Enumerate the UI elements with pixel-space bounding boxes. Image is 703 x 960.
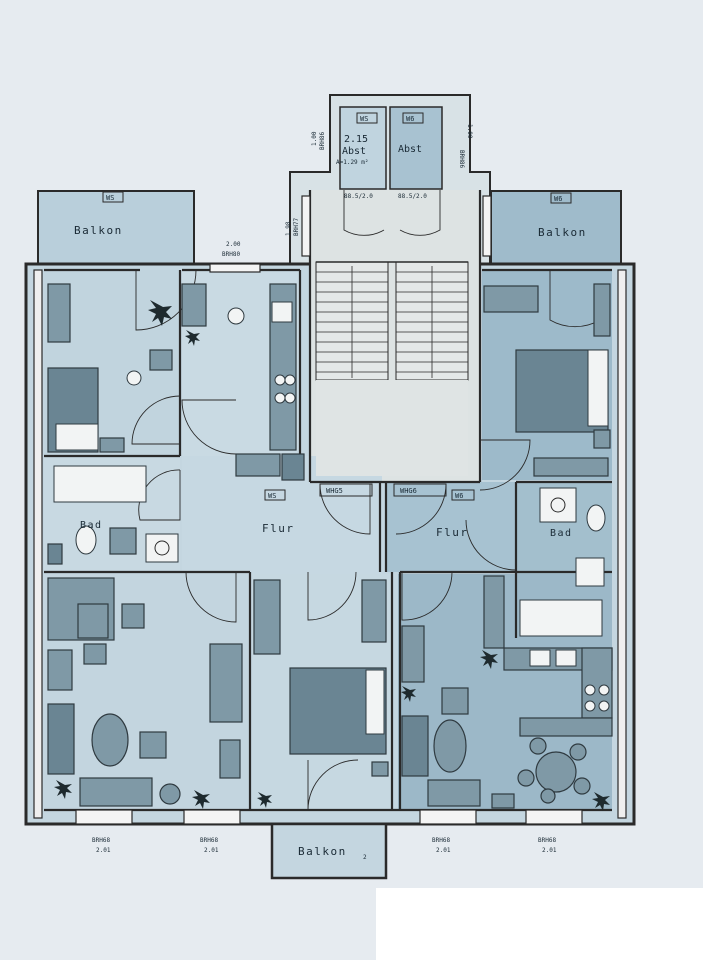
balkon-left [37,190,195,266]
label-brh-vert-right-b: 1.00 [466,124,473,139]
label-balkon-bottom-sub: 2 [363,854,367,861]
label-bad-right: Bad [550,528,573,539]
top-windows [209,195,492,273]
room-right-flur [386,482,516,572]
label-brh-top: BRH80 [222,251,240,258]
label-brh-vert-left-a: 1.00 [311,131,318,146]
label-bad-left: Bad [80,520,103,531]
label-win2-h: 2.01 [204,847,219,854]
label-balkon-right: Balkon [538,226,587,239]
abst-right-room [389,106,443,190]
label-win1-brh: BRH68 [92,837,110,844]
label-win2-brh: BRH68 [200,837,218,844]
label-door-abst-right: 88.5/2.0 [398,193,427,200]
tag-whg6: WHG6 [400,487,417,495]
bottom-windows [75,809,583,825]
label-flur-right: Flur [436,526,469,539]
label-brh-vert-mid-a: 1.98 [285,221,292,236]
label-balkon-bottom: Balkon [298,845,347,858]
abst-left-room [339,106,387,190]
furniture-left [47,283,389,807]
label-balkon-left: Balkon [74,224,123,237]
tag-w6-balkon: W6 [554,195,562,203]
label-brh-vert-mid-b: BRH77 [293,218,300,236]
label-win4-h: 2.01 [542,847,557,854]
label-flur-left: Flur [262,522,295,535]
furniture-right [401,283,613,809]
label-abst-left-num: 2.15 [344,134,368,145]
walls [33,190,627,819]
plant-icons [54,300,610,811]
label-abst-right: Abst [398,144,422,155]
tag-ws-abst: WS [360,115,368,123]
tag-ws-balkon: WS [106,194,114,202]
label-door-abst-left: 88.5/2.0 [344,193,373,200]
label-brh-vert-right-a: BRH86 [458,150,465,168]
tag-whg5: WHG5 [326,487,343,495]
label-win4-brh: BRH68 [538,837,556,844]
label-win3-brh: BRH68 [432,837,450,844]
doors [131,190,601,811]
tag-w6-flur: W6 [455,492,463,500]
label-brh-top-num: 2.00 [226,241,241,248]
label-abst-left-area: A=1.29 m² [336,159,369,166]
balkon-bottom [270,822,388,880]
label-win3-h: 2.01 [436,847,451,854]
label-abst-left: Abst [342,146,366,157]
unit-tag-boxes [102,112,572,501]
tag-ws-flur: WS [268,492,276,500]
label-win1-h: 2.01 [96,847,111,854]
tag-w6-abst: W6 [406,115,414,123]
staircase [315,261,469,476]
label-brh-vert-left-b: BRH86 [319,132,326,150]
blank-area [376,888,703,960]
